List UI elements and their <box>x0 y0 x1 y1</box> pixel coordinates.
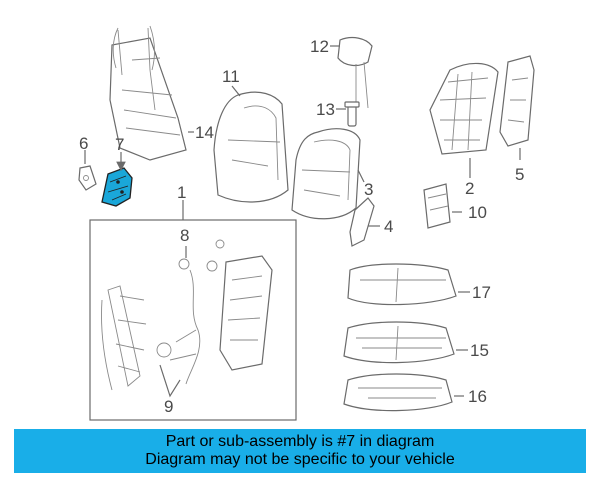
banner-line-2: Diagram may not be specific to your vehi… <box>145 451 455 468</box>
label-7: 7 <box>115 135 124 154</box>
label-10: 10 <box>468 203 487 222</box>
leader-3 <box>357 169 365 183</box>
info-banner: Part or sub-assembly is #7 in diagram Di… <box>14 429 586 473</box>
part-14-seatback-frame[interactable] <box>109 25 187 161</box>
part-16-seat-pan[interactable] <box>343 373 453 412</box>
label-6: 6 <box>79 134 88 153</box>
leader-9 <box>159 364 181 398</box>
label-4: 4 <box>384 217 393 236</box>
part-3-seatback[interactable] <box>291 128 361 220</box>
label-2: 2 <box>465 179 474 198</box>
label-14: 14 <box>195 123 214 142</box>
part-11-seatback-cushion[interactable] <box>213 91 289 203</box>
label-17: 17 <box>472 283 491 302</box>
parts-diagram: 14 6 7 11 12 13 3 4 <box>78 25 535 421</box>
label-13: 13 <box>316 100 335 119</box>
part-6-bracket[interactable] <box>78 165 97 191</box>
label-12: 12 <box>310 37 329 56</box>
part-7-highlighted[interactable] <box>101 167 133 207</box>
label-9: 9 <box>164 397 173 416</box>
part-17-seat-cushion[interactable] <box>347 263 457 306</box>
label-15: 15 <box>470 341 489 360</box>
part-13-headrest-guide[interactable] <box>344 101 360 127</box>
part-1-assembly-box[interactable] <box>89 219 297 421</box>
banner-line-1: Part or sub-assembly is #7 in diagram <box>165 433 435 450</box>
label-1: 1 <box>177 183 186 202</box>
part-4-side-trim[interactable] <box>349 197 375 247</box>
part-2-seatback-panel[interactable] <box>429 62 499 155</box>
part-12-headrest[interactable] <box>337 36 373 110</box>
part-5-rear-cover[interactable] <box>499 55 535 147</box>
part-15-cushion-pad[interactable] <box>343 321 455 364</box>
leader-11 <box>231 85 241 97</box>
label-11: 11 <box>222 67 240 86</box>
label-16: 16 <box>468 387 487 406</box>
part-10-module[interactable] <box>423 183 451 229</box>
label-5: 5 <box>515 165 524 184</box>
label-3: 3 <box>364 180 373 199</box>
label-8: 8 <box>180 226 189 245</box>
